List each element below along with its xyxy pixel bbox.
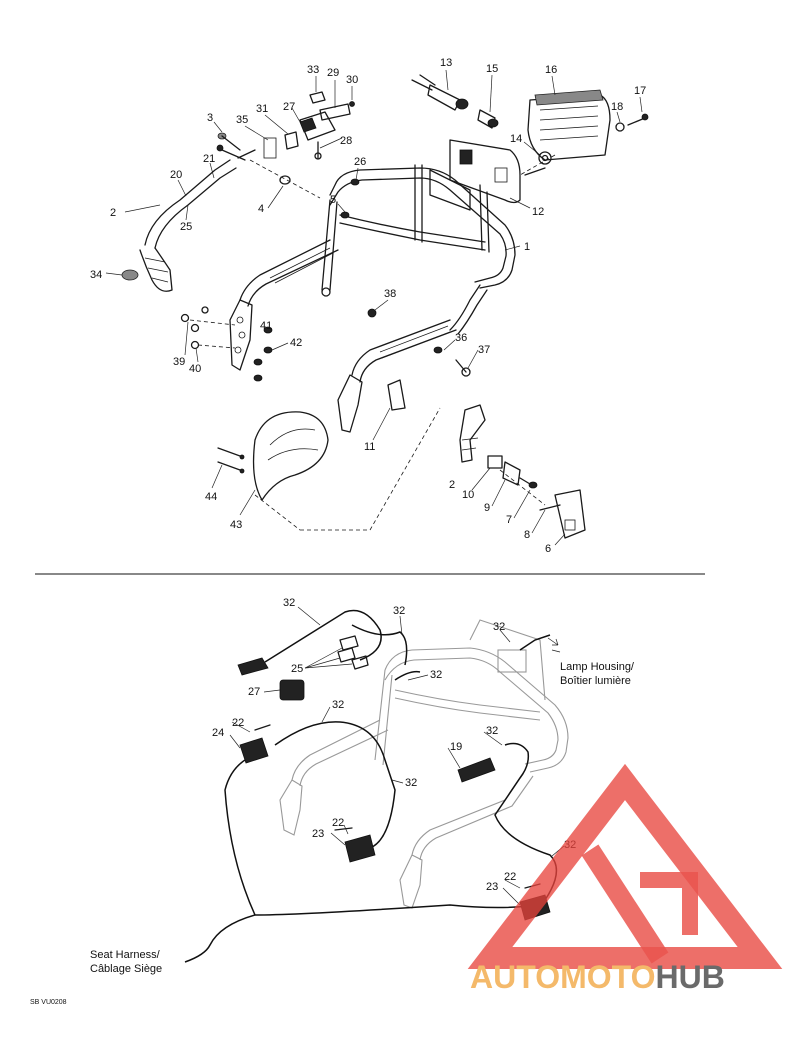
callout-34: 34 [90,269,102,281]
callout-15: 15 [486,63,498,75]
bottom-leaders [229,606,565,906]
callout-1: 1 [524,241,530,253]
callout-25: 25 [180,221,192,233]
callout-40: 40 [189,363,201,375]
callout-5: 5 [330,194,336,206]
triangle-logo-icon [467,763,783,969]
callout-30: 30 [346,74,358,86]
lamp-housing-arrow [547,637,559,646]
nut-5 [340,211,350,219]
callout-31: 31 [256,103,268,115]
callout-26: 26 [354,156,366,168]
callout-2: 2 [110,207,116,219]
seat-cushion [217,411,329,501]
callout-2: 2 [449,479,455,491]
right-side-rail [337,308,471,433]
callout-20: 20 [170,169,182,181]
callout-13: 13 [440,57,452,69]
left-handle [121,144,256,292]
callout-18: 18 [611,101,623,113]
assembly-lines [249,154,556,531]
bolt-3 [217,132,241,151]
callout-14: 14 [510,133,522,145]
wiring-view: 32 32 32 32 32 32 32 32 25 27 22 22 22 2… [30,597,635,1006]
callout-25: 25 [291,663,303,675]
callout-32: 32 [430,669,442,681]
callout-38: 38 [384,288,396,300]
callout-32: 32 [332,699,344,711]
callout-32: 32 [283,597,295,609]
lamp-fasteners [524,113,649,176]
callout-33: 33 [307,64,319,76]
callout-37: 37 [478,344,490,356]
callout-4: 4 [258,203,264,215]
callout-41: 41 [260,320,272,332]
callout-21: 21 [203,153,215,165]
grab-handle-frame [321,164,516,335]
callout-11: 11 [364,441,375,453]
callout-22: 22 [332,817,344,829]
callout-42: 42 [290,337,302,349]
wiring-notes: Lamp Housing/ Boîtier lumière Seat Harne… [30,661,635,1006]
watermark-brand-part1: AUTOMOTO [470,959,655,995]
seat-harness-label: Seat Harness/ [90,949,161,961]
callout-39: 39 [173,356,185,368]
seat-harness-label-fr: Câblage Siège [90,963,162,975]
callout-7: 7 [506,514,512,526]
top-callout-labels: 1 2 2 3 4 5 6 7 8 9 10 11 12 13 14 15 16… [90,57,646,555]
callout-44: 44 [205,491,217,503]
callout-23: 23 [486,881,498,893]
bottom-connectors [237,635,551,921]
ghost-frame [279,619,569,909]
callout-35: 35 [236,114,248,126]
bottom-callout-labels: 32 32 32 32 32 32 32 32 25 27 22 22 22 2… [212,597,576,893]
lamp-bracket [429,139,521,211]
wires [184,609,558,963]
callout-12: 12 [532,206,544,218]
automotohub-watermark: AUTOMOTOHUB [467,763,783,995]
callout-3: 3 [207,112,213,124]
callout-43: 43 [230,519,242,531]
callout-24: 24 [212,727,224,739]
callout-22: 22 [504,871,516,883]
callout-29: 29 [327,67,339,79]
switch-socket [411,74,499,129]
callout-32: 32 [493,621,505,633]
connector-cluster [263,91,355,160]
callout-32: 32 [486,725,498,737]
callout-8: 8 [524,529,530,541]
callout-36: 36 [455,332,467,344]
callout-27: 27 [283,101,295,113]
watermark-brand-part2: HUB [655,959,724,995]
callout-16: 16 [545,64,557,76]
right-handle [459,404,586,539]
callout-10: 10 [462,489,474,501]
callout-32: 32 [393,605,405,617]
tail-lamp [527,89,611,161]
callout-19: 19 [450,741,462,753]
callout-22: 22 [232,717,244,729]
left-side-rail [229,239,339,371]
callout-32: 32 [405,777,417,789]
callout-23: 23 [312,828,324,840]
callout-9: 9 [484,502,490,514]
washer-4 [279,175,291,185]
callout-28: 28 [340,135,352,147]
lamp-housing-label-fr: Boîtier lumière [560,675,631,687]
watermark-brand: AUTOMOTOHUB [470,959,725,995]
drawing-code: SB VU0208 [30,999,67,1006]
callout-27: 27 [248,686,260,698]
nut-26 [350,178,360,186]
top-leaders [105,69,643,546]
lamp-housing-label: Lamp Housing/ [560,661,635,673]
exploded-view: 1 2 2 3 4 5 6 7 8 9 10 11 12 13 14 15 16… [90,57,649,555]
callout-6: 6 [545,543,551,555]
callout-17: 17 [634,85,646,97]
